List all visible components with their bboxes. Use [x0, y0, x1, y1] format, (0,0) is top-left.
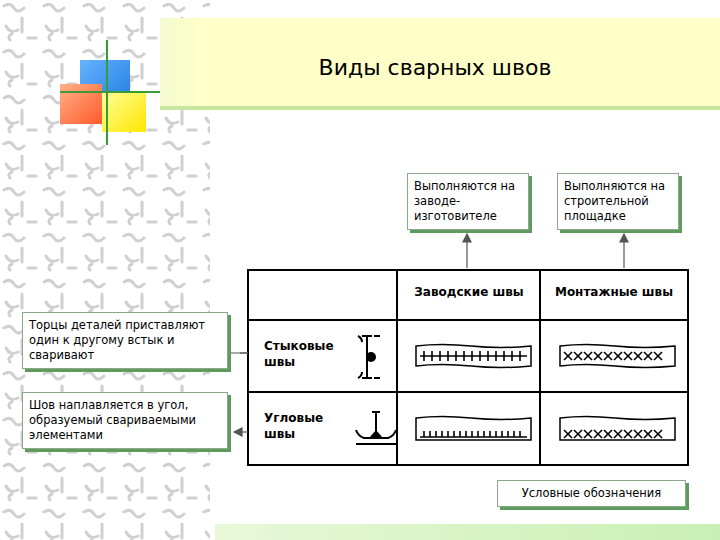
- table-cell: Угловые швы: [264, 410, 350, 442]
- note-text: Выполняются на строительной площадке: [564, 179, 672, 224]
- note-box: Выполняются на заводе-изготовителе: [407, 173, 529, 230]
- note-box: Торцы деталей приставляют один к другому…: [22, 312, 228, 369]
- table-cell: Заводские швы: [400, 284, 538, 300]
- slide-title: Виды сварных швов: [200, 54, 670, 82]
- note-box: Шов наплавляется в угол, образуемый свар…: [22, 392, 228, 449]
- note-box: Условные обозначения: [497, 480, 686, 507]
- note-text: Шов наплавляется в угол, образуемый свар…: [29, 398, 221, 443]
- table-cell: Монтажные швы: [542, 284, 686, 300]
- note-text: Выполняются на заводе-изготовителе: [414, 179, 522, 224]
- note-text: Условные обозначения: [504, 486, 679, 501]
- note-box: Выполняются на строительной площадке: [557, 173, 679, 230]
- note-text: Торцы деталей приставляют один к другому…: [29, 318, 221, 363]
- table-cell: Стыковые швы: [264, 338, 350, 370]
